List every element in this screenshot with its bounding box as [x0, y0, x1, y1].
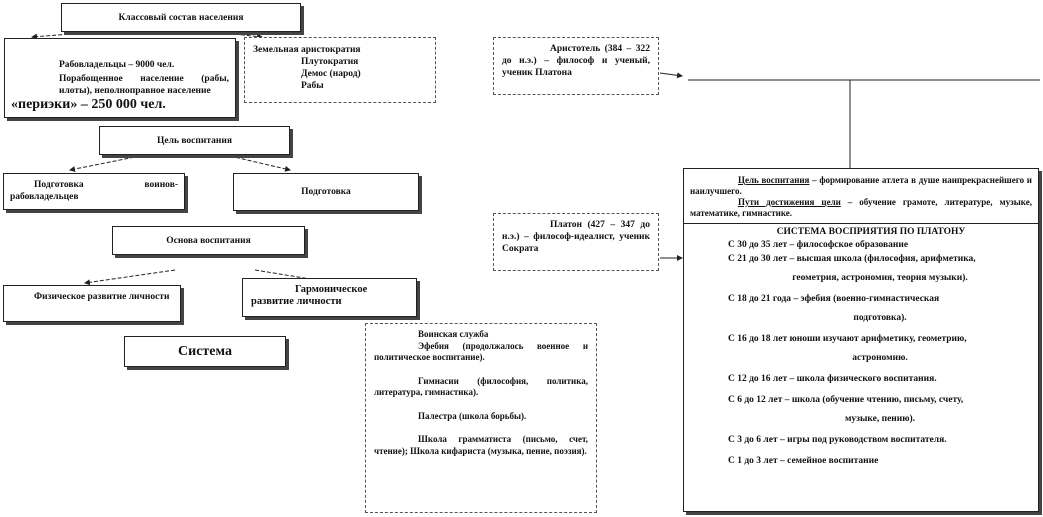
plato-system-item-main: С 18 до 21 года – эфебия (военно-гимнаст…	[728, 294, 940, 304]
aristocracy-item: Демос (народ)	[301, 69, 361, 79]
physical-text: Физическое развитие личности	[34, 292, 170, 302]
plato-system-item: С 1 до 3 лет – семейное воспитание	[690, 456, 1032, 467]
basis-title: Основа воспитания	[166, 236, 251, 246]
perieki-rest: – 250 000 чел.	[77, 97, 166, 112]
ephebia-text: Эфебия (продолжалось военное и политичес…	[374, 340, 588, 363]
plato-system-title: СИСТЕМА ВОСПРИЯТИЯ ПО ПЛАТОНУ	[776, 227, 966, 237]
plato-goal-line: Цель воспитания – формирование атлета в …	[690, 175, 1032, 197]
plato-system-item: С 3 до 6 лет – игры под руководством вос…	[690, 435, 1032, 446]
slaveowners-box: Рабовладельцы – 9000 чел. Порабощенное н…	[4, 38, 236, 118]
plato-goal-block: Цель воспитания – формирование атлета в …	[684, 175, 1038, 224]
perieki-count: «периэки» – 250 000 чел.	[11, 97, 229, 113]
prep-warrior-box: Подготовка воинов-рабовладельцев	[3, 173, 185, 210]
plato-system-item-main: С 30 до 35 лет – философское образование	[728, 240, 909, 250]
plato-system-item-cont: музыке, пению).	[844, 414, 916, 424]
plato-system-item-main: С 1 до 3 лет – семейное воспитание	[728, 456, 879, 466]
plato-path-label: Пути достижения цели	[738, 197, 841, 207]
harmonic-box: Гармоническое развитие личности	[242, 278, 417, 317]
aristocracy-box: Земельная аристократия Плутократия Демос…	[244, 37, 436, 103]
plato-system-item-main: С 21 до 30 лет – высшая школа (философия…	[728, 254, 976, 264]
arrow-goal-to-warriors	[69, 155, 141, 172]
aristocracy-item: Плутократия	[301, 57, 359, 67]
physical-box: Физическое развитие личности	[3, 285, 181, 322]
perieki-quote: «периэки»	[11, 97, 78, 112]
arrow-basis-to-physical	[84, 269, 176, 286]
plato-path-line: Пути достижения цели – обучение грамоте,…	[690, 197, 1032, 219]
plato-system-item-main: С 6 до 12 лет – школа (обучение чтению, …	[728, 395, 964, 405]
plato-system-item-main: С 16 до 18 лет юноши изучают арифметику,…	[728, 334, 967, 344]
basis-box: Основа воспитания	[112, 226, 305, 255]
system-title: Система	[178, 344, 232, 359]
classes-box: Классовый состав населения	[61, 3, 301, 32]
plato-system-item: С 21 до 30 лет – высшая школа (философия…	[690, 254, 1032, 284]
plato-system-list: СИСТЕМА ВОСПРИЯТИЯ ПО ПЛАТОНУ С 30 до 35…	[690, 224, 1032, 467]
prep-box: Подготовка	[233, 173, 419, 211]
plato-goal-rest: – формирование атлета в душе наипрекрасн…	[690, 175, 1032, 196]
plato-system-item-main: С 3 до 6 лет – игры под руководством вос…	[728, 435, 947, 445]
slaveowners-count: Рабовладельцы – 9000 чел.	[59, 60, 175, 70]
schools-text: Школа грамматиста (письмо, счет, чтение)…	[374, 434, 588, 456]
gymnasium-text: Гимнасии (философия, политика, литератур…	[374, 375, 588, 398]
goal-title: Цель воспитания	[157, 136, 232, 146]
system-box: Система	[124, 336, 286, 367]
military-box: Воинская служба Эфебия (продолжалось вое…	[365, 323, 597, 513]
harmonic-text: Гармоническое развитие личности	[251, 284, 368, 307]
plato-goal-label: Цель воспитания	[738, 175, 810, 185]
plato-system-item-cont: геометрия, астрономия, теория музыки).	[792, 273, 968, 283]
enslaved-population: Порабощенное население (рабы, илоты), не…	[59, 74, 229, 96]
aristotle-text: Аристотель (384 – 322 до н.э.) – философ…	[502, 44, 650, 78]
prep-warrior-text: Подготовка воинов-рабовладельцев	[10, 180, 178, 202]
prep-text: Подготовка	[301, 187, 351, 197]
plato-system-item: С 12 до 16 лет – школа физического воспи…	[690, 374, 1032, 385]
plato-path-rest: – обучение грамоте, литературе, музыке, …	[690, 197, 1032, 218]
arrow-goal-to-prep	[229, 155, 291, 172]
military-title: Воинская служба	[418, 329, 489, 339]
aristotle-box: Аристотель (384 – 322 до н.э.) – философ…	[493, 37, 659, 95]
aristocracy-item: Рабы	[301, 81, 324, 91]
plato-system-item-cont: подготовка).	[853, 313, 907, 323]
plato-system-item: С 6 до 12 лет – школа (обучение чтению, …	[690, 395, 1032, 425]
palestra-text: Палестра (школа борьбы).	[418, 410, 527, 421]
plato-system-item: С 18 до 21 года – эфебия (военно-гимнаст…	[690, 294, 1032, 324]
arrow-aristotle	[659, 72, 683, 79]
plato-system-item: С 16 до 18 лет юноши изучают арифметику,…	[690, 334, 1032, 364]
plato-system-item-main: С 12 до 16 лет – школа физического воспи…	[728, 374, 937, 384]
plato-system-items: С 30 до 35 лет – философское образование…	[690, 240, 1032, 467]
classes-title: Классовый состав населения	[118, 13, 244, 23]
plato-system-item: С 30 до 35 лет – философское образование	[690, 240, 1032, 251]
aristocracy-title: Земельная аристократия	[253, 45, 361, 55]
plato-system-item-cont: астрономию.	[852, 353, 908, 363]
plato-system-box: Цель воспитания – формирование атлета в …	[683, 168, 1039, 512]
goal-box: Цель воспитания	[99, 126, 290, 155]
plato-box: Платон (427 – 347 до н.э.) – философ-иде…	[493, 213, 659, 271]
plato-text: Платон (427 – 347 до н.э.) – философ-иде…	[502, 220, 650, 254]
